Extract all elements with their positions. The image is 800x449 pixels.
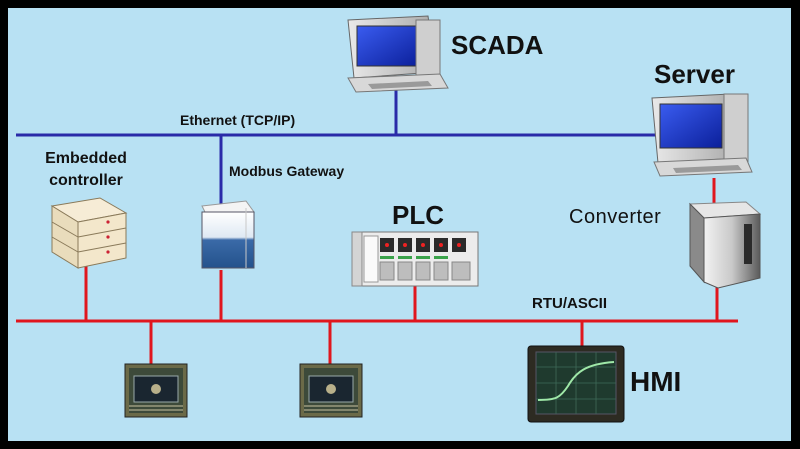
rtu-ascii-label: RTU/ASCII bbox=[532, 295, 607, 312]
tower-pc-icon bbox=[688, 201, 762, 289]
circuit-board-icon bbox=[124, 363, 188, 418]
embedded-controller-label: Embedded controller bbox=[45, 150, 127, 189]
circuit-board-icon bbox=[299, 363, 363, 418]
converter-label: Converter bbox=[569, 206, 662, 228]
plc-label: PLC bbox=[392, 200, 444, 230]
modbus-gateway-label: Modbus Gateway bbox=[229, 163, 345, 179]
computer-icon bbox=[347, 15, 449, 93]
computer-icon bbox=[651, 93, 753, 177]
plc-icon bbox=[351, 231, 479, 287]
ethernet-label: Ethernet (TCP/IP) bbox=[180, 112, 296, 128]
diagram-drawing bbox=[16, 15, 762, 423]
rtu-bus bbox=[16, 178, 738, 365]
server-label: Server bbox=[654, 59, 735, 89]
rack-controller-icon bbox=[50, 197, 128, 269]
gateway-icon bbox=[201, 200, 255, 269]
hmi-label: HMI bbox=[630, 366, 682, 397]
network-diagram: SCADA Server Ethernet (TCP/IP) Embedded … bbox=[8, 8, 791, 441]
scada-label: SCADA bbox=[451, 30, 544, 60]
ethernet-bus bbox=[16, 88, 664, 216]
oscilloscope-icon bbox=[527, 345, 625, 423]
